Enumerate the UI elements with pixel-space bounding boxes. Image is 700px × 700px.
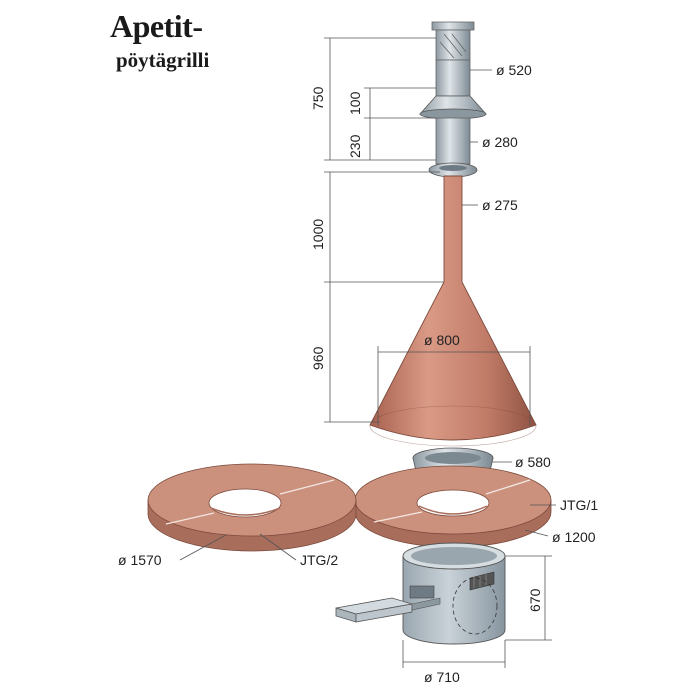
table-top-jtg2 (147, 463, 357, 552)
ash-drawer (335, 597, 441, 623)
middle-flue (435, 117, 471, 165)
diagram-title: Apetit- (110, 8, 203, 44)
table-top-jtg1 (354, 465, 552, 548)
label-h100: 100 (347, 91, 363, 115)
label-d280: ø 280 (482, 134, 518, 150)
copper-hood (369, 175, 537, 447)
base-cylinder (402, 542, 506, 645)
label-h1000: 1000 (310, 219, 326, 250)
label-d275: ø 275 (482, 197, 518, 213)
label-d1570: ø 1570 (118, 552, 162, 568)
label-d800: ø 800 (424, 332, 460, 348)
label-jtg1: JTG/1 (560, 497, 598, 513)
flue-collar (419, 95, 487, 120)
dimension-lines (179, 37, 556, 668)
flue-ring (428, 162, 478, 178)
upper-flue (435, 59, 471, 97)
label-h230: 230 (347, 134, 363, 158)
label-h750: 750 (310, 86, 326, 110)
label-d1200: ø 1200 (552, 529, 596, 545)
diagram-subtitle: pöytägrilli (116, 48, 210, 72)
label-d580: ø 580 (515, 454, 551, 470)
label-h670: 670 (527, 588, 543, 612)
label-jtg2: JTG/2 (300, 552, 338, 568)
chimney-cap (431, 21, 475, 61)
label-d710: ø 710 (424, 669, 460, 685)
label-d520: ø 520 (496, 62, 532, 78)
label-h960: 960 (310, 346, 326, 370)
